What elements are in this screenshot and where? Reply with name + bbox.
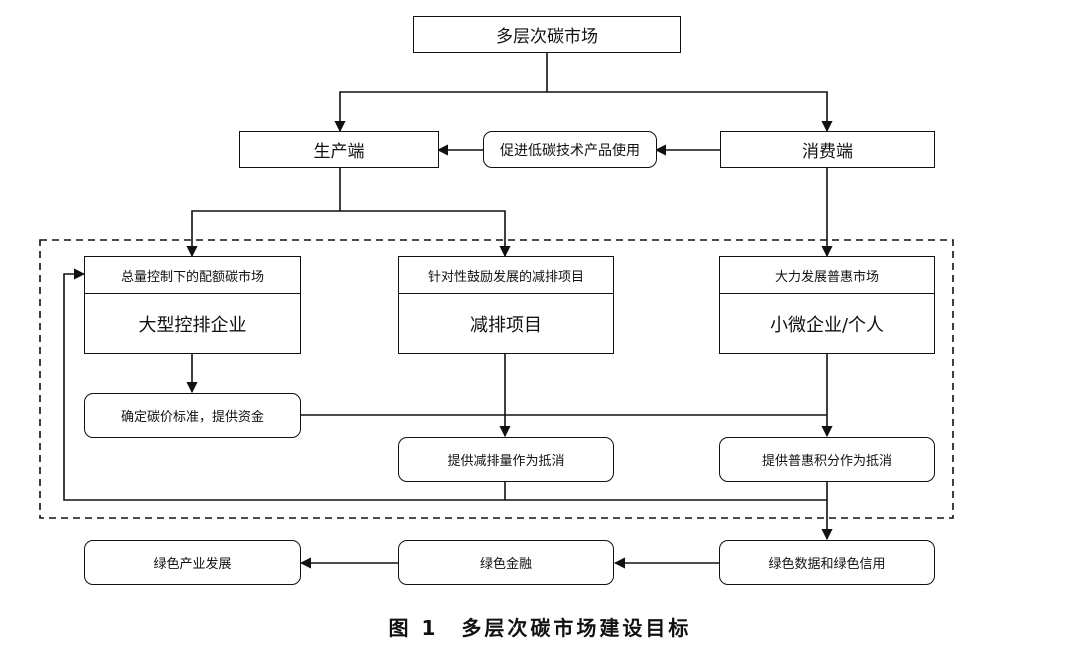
edge-producer-split xyxy=(186,168,341,258)
node-quota-market: 总量控制下的配额碳市场 大型控排企业 xyxy=(84,256,301,354)
node-consumer: 消费端 xyxy=(720,131,935,168)
edge-top-split xyxy=(334,52,548,133)
node-multi-level-carbon-market: 多层次碳市场 xyxy=(413,16,681,53)
edge-points-loop xyxy=(505,482,828,501)
node-reduction-projects: 针对性鼓励发展的减排项目 减排项目 xyxy=(398,256,614,354)
quota-market-body: 大型控排企业 xyxy=(138,314,247,336)
edge-top-consumer xyxy=(547,91,833,133)
node-offset-points: 提供普惠积分作为抵消 xyxy=(719,437,935,482)
inclusive-market-body: 小微企业/个人 xyxy=(769,314,885,336)
quota-market-header: 总量控制下的配额碳市场 xyxy=(85,257,300,294)
node-green-finance: 绿色金融 xyxy=(398,540,614,585)
figure-caption: 图 1 多层次碳市场建设目标 xyxy=(388,616,692,640)
dashed-region-boundary xyxy=(39,239,954,519)
reduction-projects-header: 针对性鼓励发展的减排项目 xyxy=(399,257,613,294)
reduction-projects-body: 减排项目 xyxy=(470,314,542,336)
node-offset-reduction: 提供减排量作为抵消 xyxy=(398,437,614,482)
node-producer: 生产端 xyxy=(239,131,439,168)
node-promote-low-carbon: 促进低碳技术产品使用 xyxy=(483,131,657,168)
node-inclusive-market: 大力发展普惠市场 小微企业/个人 xyxy=(719,256,935,354)
edge-feedback-loop xyxy=(63,268,506,501)
node-green-industry: 绿色产业发展 xyxy=(84,540,301,585)
inclusive-market-header: 大力发展普惠市场 xyxy=(720,257,934,294)
node-carbon-price: 确定碳价标准，提供资金 xyxy=(84,393,301,438)
node-green-data: 绿色数据和绿色信用 xyxy=(719,540,935,585)
edge-producer-projects xyxy=(340,210,511,258)
